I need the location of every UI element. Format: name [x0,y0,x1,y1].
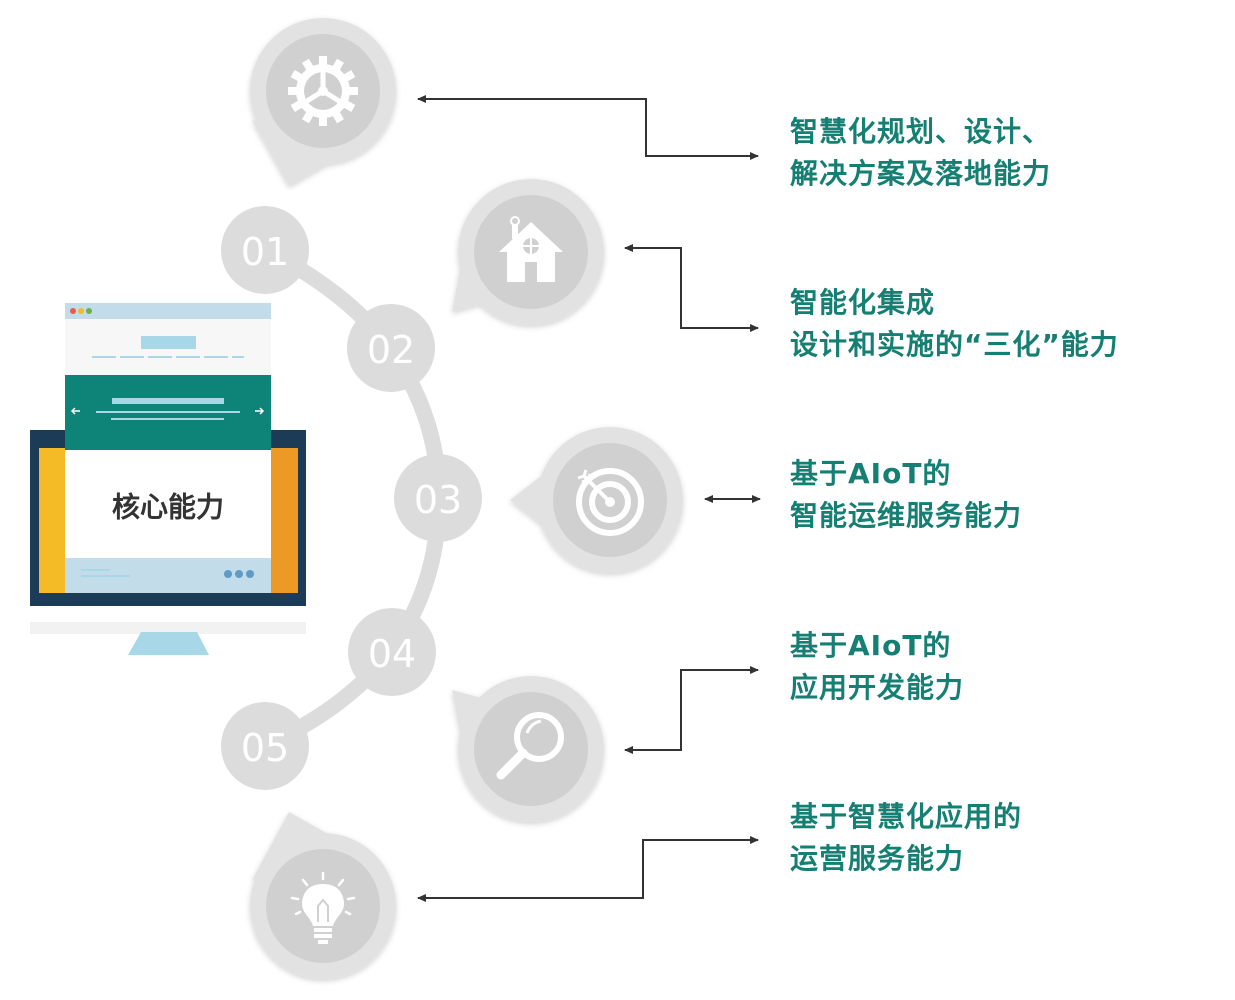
step-number: 01 [241,230,289,274]
caption-line: 智能运维服务能力 [790,499,1023,532]
house-icon [499,216,563,282]
caption-step-03: 基于AIoT的 智能运维服务能力 [790,453,1022,537]
caption-line: 应用开发能力 [790,671,965,704]
step-number: 03 [414,478,462,522]
caption-line: 运营服务能力 [790,842,965,875]
connector-arrow-05 [417,836,759,902]
connector-arrow-01 [417,95,759,160]
connector-arrow-02 [624,244,759,332]
connector-arrow-04 [624,666,759,754]
step-node-02: 02 [347,304,435,392]
caption-line: 智慧化规划、设计、 [790,115,1052,148]
caption-step-02: 智能化集成 设计和实施的“三化”能力 [790,282,1119,366]
caption-line: 解决方案及落地能力 [790,157,1052,190]
step-node-03: 03 [394,454,482,542]
step-number: 05 [241,726,289,770]
caption-step-04: 基于AIoT的 应用开发能力 [790,625,964,709]
lightbulb-icon [290,871,356,944]
magnifier-icon [496,712,564,780]
core-label: 核心能力 [112,491,224,524]
caption-line: 智能化集成 [790,286,936,319]
caption-line: 基于AIoT的 [790,457,952,490]
core-monitor: 核心能力 [30,303,306,655]
step-number: 04 [368,632,416,676]
caption-line: 基于智慧化应用的 [790,800,1023,833]
step-node-04: 04 [348,608,436,696]
caption-line: 基于AIoT的 [790,629,952,662]
step-number: 02 [367,328,415,372]
caption-step-01: 智慧化规划、设计、 解决方案及落地能力 [790,111,1051,195]
target-icon [576,468,644,536]
step-node-05: 05 [221,702,309,790]
caption-step-05: 基于智慧化应用的 运营服务能力 [790,796,1022,880]
step-node-01: 01 [221,206,309,294]
gear-icon [288,56,358,126]
caption-line: 设计和实施的“三化”能力 [790,328,1119,361]
